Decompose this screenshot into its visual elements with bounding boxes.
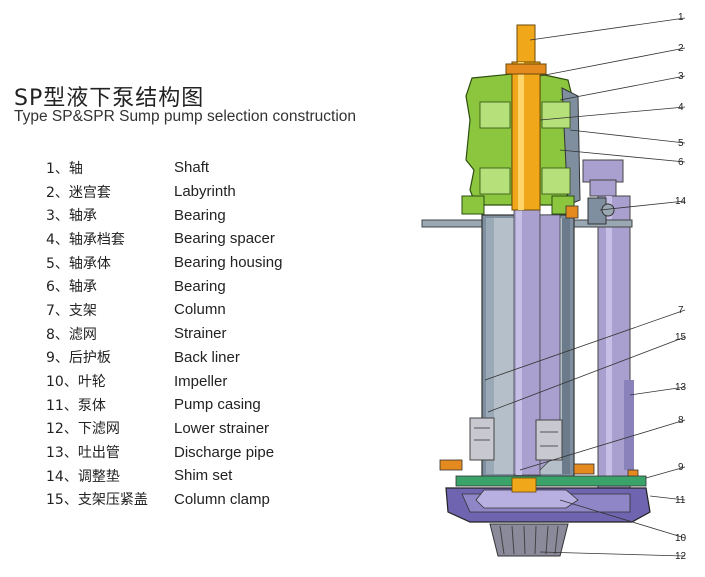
part-name-en: Bearing spacer <box>174 230 275 248</box>
part-name-cn: 6、轴承 <box>46 279 97 296</box>
part-name-cn: 10、叶轮 <box>46 374 106 391</box>
part-name-en: Lower strainer <box>174 419 270 437</box>
part-name-en: Strainer <box>174 325 227 343</box>
lower-strainer <box>489 523 569 557</box>
part-row: 9、后护板 Back liner <box>46 346 346 370</box>
part-name-en: Pump casing <box>174 396 261 414</box>
shaft <box>505 24 547 211</box>
callout-label: 9 <box>678 462 684 473</box>
part-row: 2、迷宫套 Labyrinth <box>46 180 346 204</box>
part-name-cn: 4、轴承档套 <box>46 231 125 248</box>
callout-label: 11 <box>675 495 686 506</box>
diagram-title-cn: SP型液下泵结构图 <box>14 86 205 111</box>
back-liner <box>439 459 647 487</box>
callout-label: 2 <box>678 43 684 54</box>
part-name-cn: 1、轴 <box>46 160 83 177</box>
part-name-en: Column clamp <box>174 490 270 508</box>
callout-label: 1 <box>678 12 684 23</box>
part-name-cn: 11、泵体 <box>46 397 106 414</box>
part-row: 13、吐出管 Discharge pipe <box>46 440 346 464</box>
part-name-en: Impeller <box>174 372 228 390</box>
part-name-cn: 2、迷宫套 <box>46 184 111 201</box>
part-name-en: Labyrinth <box>174 183 236 201</box>
leader-lines <box>484 17 686 557</box>
bearing-housing <box>461 73 581 215</box>
part-row: 1、轴 Shaft <box>46 156 346 180</box>
part-name-cn: 12、下滤网 <box>46 421 120 438</box>
callout-label: 7 <box>678 305 684 316</box>
callout-label: 12 <box>675 551 687 562</box>
strainer <box>469 417 563 461</box>
callout-label: 13 <box>675 382 687 393</box>
part-name-cn: 3、轴承 <box>46 208 97 225</box>
part-name-cn: 13、吐出管 <box>46 445 120 462</box>
part-row: 10、叶轮 Impeller <box>46 369 346 393</box>
part-name-en: Column <box>174 301 226 319</box>
shim-set <box>565 197 615 225</box>
callout-label: 14 <box>675 196 687 207</box>
callout-label: 8 <box>678 415 684 426</box>
part-row: 12、下滤网 Lower strainer <box>46 417 346 441</box>
part-name-en: Discharge pipe <box>174 443 275 461</box>
pump-casing <box>445 477 651 523</box>
part-row: 6、轴承 Bearing <box>46 274 346 298</box>
part-name-cn: 7、支架 <box>46 302 97 319</box>
inner-pipe <box>513 204 561 476</box>
part-name-cn: 8、滤网 <box>46 326 97 343</box>
part-name-cn: 9、后护板 <box>46 350 111 367</box>
parts-list: 1、轴 Shaft 2、迷宫套 Labyrinth 3、轴承 Bearing 4、轴承… <box>46 156 346 511</box>
part-name-en: Shaft <box>174 159 210 177</box>
part-name-cn: 14、调整垫 <box>46 468 120 485</box>
part-row: 7、支架 Column <box>46 298 346 322</box>
callout-label: 3 <box>678 71 684 82</box>
diagram-title-en: Type SP&SPR Sump pump selection construc… <box>14 108 357 125</box>
callout-label: 4 <box>678 102 684 113</box>
callout-label: 10 <box>675 533 687 544</box>
callout-labels: 1 2 3 4 5 6 14 7 15 13 8 9 11 10 12 <box>675 12 687 562</box>
callout-label: 5 <box>678 138 684 149</box>
part-row: 15、支架压紧盖 Column clamp <box>46 488 346 512</box>
part-name-en: Shim set <box>174 467 233 485</box>
callout-label: 6 <box>678 157 684 168</box>
part-row: 14、调整垫 Shim set <box>46 464 346 488</box>
part-name-en: Bearing <box>174 206 226 224</box>
part-row: 4、轴承档套 Bearing spacer <box>46 227 346 251</box>
part-name-en: Back liner <box>174 348 240 366</box>
part-row: 8、滤网 Strainer <box>46 322 346 346</box>
part-row: 3、轴承 Bearing <box>46 203 346 227</box>
part-name-cn: 5、轴承体 <box>46 255 111 272</box>
part-name-en: Bearing housing <box>174 254 283 272</box>
part-name-cn: 15、支架压紧盖 <box>46 492 148 509</box>
discharge-pipe <box>582 159 634 489</box>
part-row: 5、轴承体 Bearing housing <box>46 251 346 275</box>
part-row: 11、泵体 Pump casing <box>46 393 346 417</box>
callout-label: 15 <box>675 332 687 343</box>
part-name-en: Bearing <box>174 277 226 295</box>
